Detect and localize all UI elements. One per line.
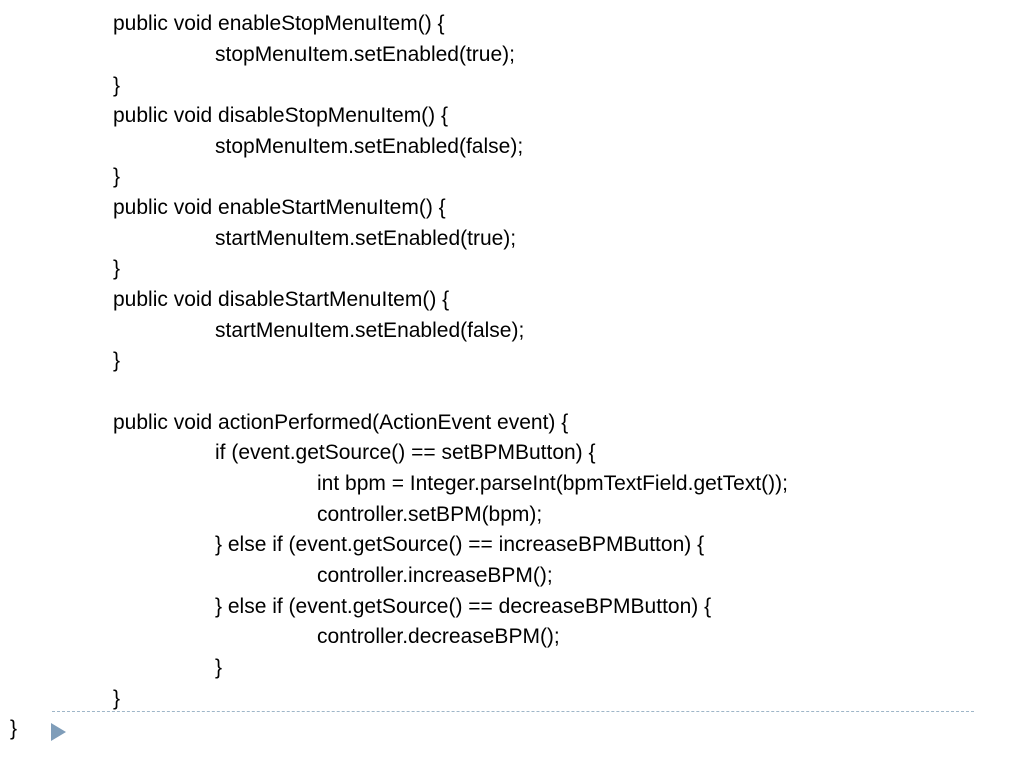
code-line: } else if (event.getSource() == increase… bbox=[215, 533, 705, 556]
code-line: } else if (event.getSource() == decrease… bbox=[215, 595, 712, 618]
code-line: public void disableStopMenuItem() { bbox=[113, 104, 449, 127]
code-line: } bbox=[113, 257, 121, 280]
code-line: controller.setBPM(bpm); bbox=[317, 503, 543, 526]
footer-divider bbox=[52, 711, 974, 712]
code-line: } bbox=[215, 656, 223, 679]
triangle-bullet-icon bbox=[51, 723, 66, 741]
code-line: controller.increaseBPM(); bbox=[317, 564, 553, 587]
code-line: if (event.getSource() == setBPMButton) { bbox=[215, 441, 596, 464]
code-line: stopMenuItem.setEnabled(true); bbox=[215, 43, 515, 66]
code-line: } bbox=[113, 165, 121, 188]
code-line: startMenuItem.setEnabled(false); bbox=[215, 319, 525, 342]
code-line: } bbox=[10, 717, 18, 740]
code-line: startMenuItem.setEnabled(true); bbox=[215, 227, 517, 250]
code-line: } bbox=[113, 349, 121, 372]
code-line: } bbox=[113, 687, 121, 710]
code-line: stopMenuItem.setEnabled(false); bbox=[215, 135, 524, 158]
code-line: public void enableStopMenuItem() { bbox=[113, 12, 445, 35]
code-line: public void disableStartMenuItem() { bbox=[113, 288, 450, 311]
code-line: } bbox=[113, 74, 121, 97]
code-line: int bpm = Integer.parseInt(bpmTextField.… bbox=[317, 472, 788, 495]
code-line: public void enableStartMenuItem() { bbox=[113, 196, 446, 219]
code-line: public void actionPerformed(ActionEvent … bbox=[113, 411, 569, 434]
code-line: controller.decreaseBPM(); bbox=[317, 625, 560, 648]
